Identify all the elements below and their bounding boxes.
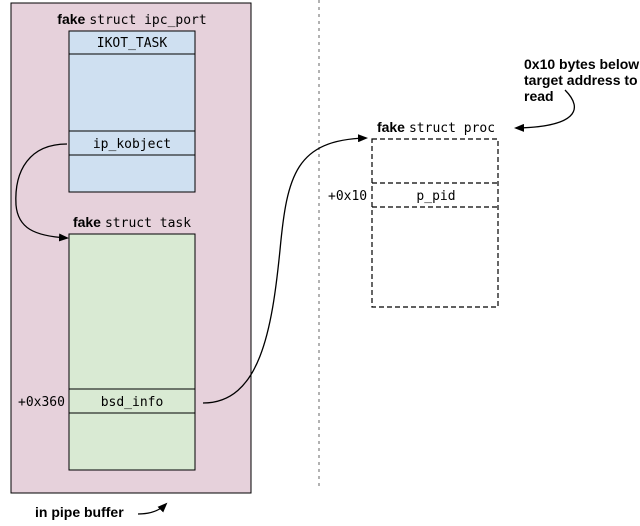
note-line: target address to [524, 72, 638, 88]
bsd-info-field: bsd_info [101, 395, 164, 410]
note-line: read [524, 88, 554, 104]
note-text: 0x10 bytes below target address to read [524, 56, 640, 104]
note-line: 0x10 bytes below [524, 56, 639, 72]
proc-struct-box [371, 138, 499, 308]
ip-kobject-field: ip_kobject [93, 137, 171, 152]
pipe-buffer-label: in pipe buffer [35, 504, 124, 520]
task-struct-box [68, 233, 196, 471]
task-offset-label: +0x360 [18, 395, 65, 410]
arrow-kobject-to-task [15, 143, 69, 242]
proc-offset-label: +0x10 [328, 189, 367, 204]
arrow-bsd-info-to-proc [202, 134, 368, 404]
ipc-port-struct-box [68, 30, 196, 193]
arrow-label-to-buffer [137, 502, 168, 515]
p-pid-field: p_pid [416, 189, 455, 204]
ikot-task-field: IKOT_TASK [97, 36, 168, 51]
arrow-note-to-proc [514, 89, 575, 132]
